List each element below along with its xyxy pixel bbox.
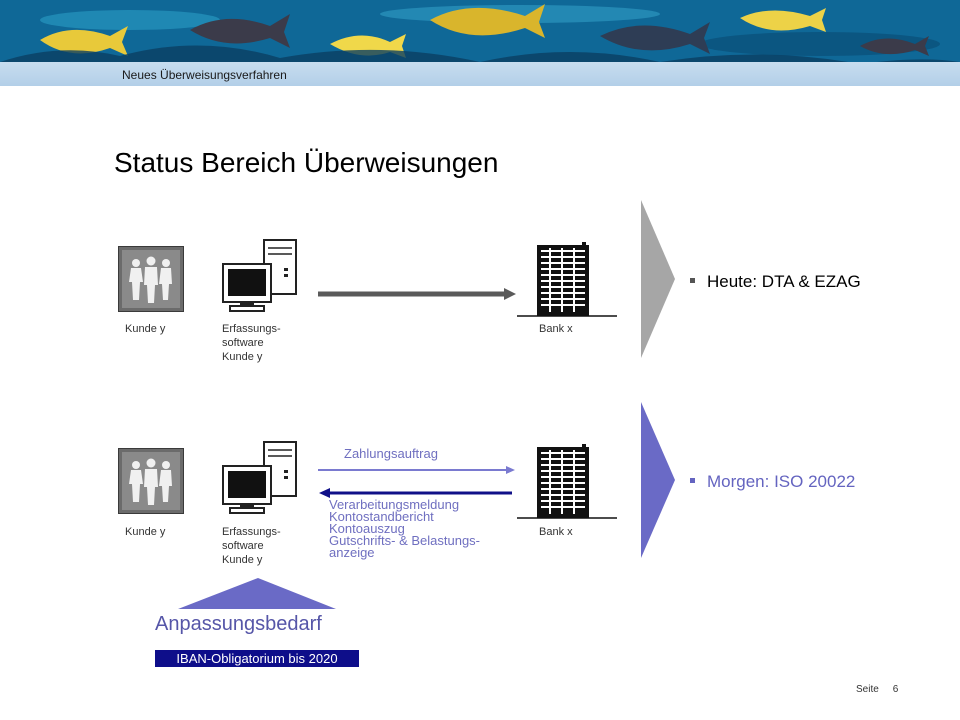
message-credit-debit: Gutschrifts- & Belastungs- (329, 533, 480, 548)
adaptation-pointer-triangle (178, 578, 338, 615)
software-label-line: software (222, 540, 264, 552)
page-number: 6 (892, 684, 899, 695)
iban-note-badge: IBAN-Obligatorium bis 2020 (155, 650, 359, 667)
arrow-to-customer (318, 486, 518, 504)
customer-label-tomorrow: Kunde y (125, 526, 166, 538)
arrow-today (318, 286, 518, 307)
message-account-statement: Kontoauszug (329, 521, 405, 536)
software-label-line: Kunde y (222, 554, 263, 566)
bullet-today: Heute: DTA & EZAG (690, 272, 861, 292)
message-payment-order: Zahlungsauftrag (344, 446, 438, 461)
computer-icon (222, 238, 302, 321)
header-subtitle: Neues Überweisungsverfahren (122, 68, 287, 82)
message-processing: Verarbeitungsmeldung (329, 497, 460, 512)
message-credit-debit-cont: anzeige (329, 545, 375, 560)
message-list: Verarbeitungsmeldung Kontostandbericht K… (329, 497, 480, 560)
header-banner-image (0, 0, 960, 62)
software-label-line: Erfassungs- (222, 526, 281, 538)
software-label-tomorrow: Erfassungs- software Kunde y (222, 525, 281, 567)
software-label-line: Erfassungs- (222, 323, 281, 335)
computer-icon (222, 440, 302, 523)
bullet-tomorrow: Morgen: ISO 20022 (690, 472, 855, 492)
chevron-today (641, 200, 675, 363)
bullet-marker-icon (690, 278, 695, 284)
page-footer: Seite 6 (856, 684, 898, 695)
people-icon (118, 448, 184, 519)
bullet-marker-icon (690, 478, 695, 484)
adaptation-label: Anpassungsbedarf (155, 613, 322, 635)
software-label-line: software (222, 337, 264, 349)
bank-label-today: Bank x (539, 323, 573, 335)
people-icon (118, 246, 184, 317)
bank-label-tomorrow: Bank x (539, 526, 573, 538)
chevron-tomorrow (641, 402, 675, 563)
bullet-tomorrow-text: Morgen: ISO 20022 (707, 472, 856, 491)
slide-title: Status Bereich Überweisungen (114, 147, 499, 178)
bank-building-icon (517, 242, 617, 323)
message-balance-report: Kontostandbericht (329, 509, 434, 524)
arrow-to-bank (318, 463, 518, 481)
header-subtitle-bar: Neues Überweisungsverfahren (0, 62, 960, 86)
bullet-today-text: Heute: DTA & EZAG (707, 272, 861, 291)
software-label-today: Erfassungs- software Kunde y (222, 322, 281, 364)
software-label-line: Kunde y (222, 351, 263, 363)
bank-building-icon (517, 444, 617, 525)
page-label: Seite (856, 684, 879, 695)
customer-label-today: Kunde y (125, 323, 166, 335)
